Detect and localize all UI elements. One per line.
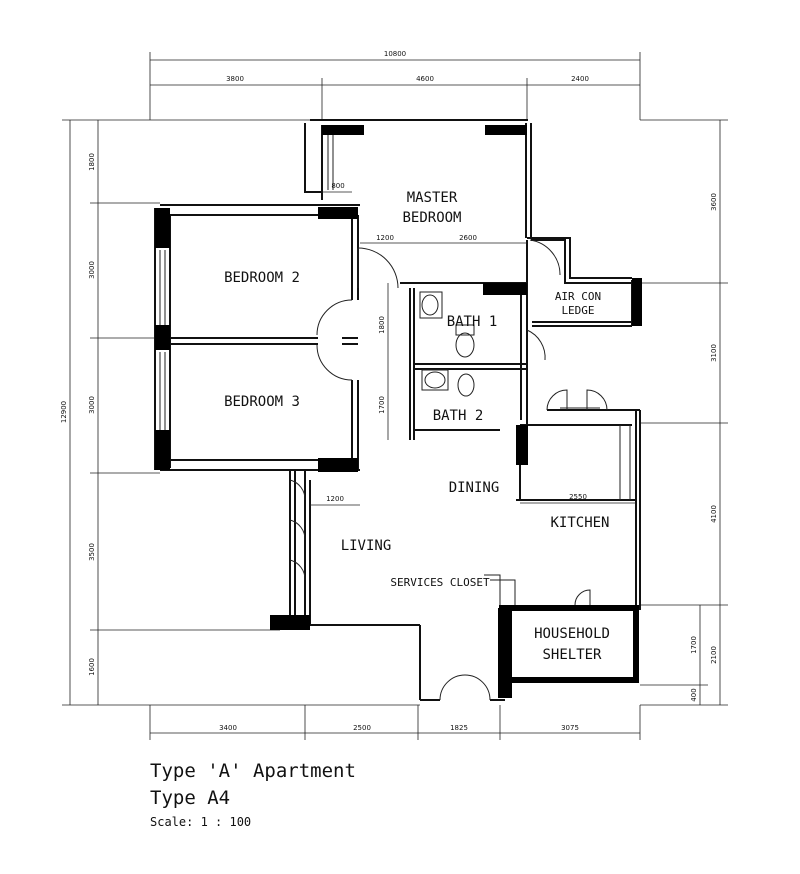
dim-bottom-4: 3075 (561, 724, 579, 732)
caption-subtype: Type A4 (150, 787, 231, 809)
label-master-1: MASTER (407, 190, 458, 206)
dim-top-right: 2400 (571, 75, 589, 83)
label-shelter-1: HOUSEHOLD (534, 626, 610, 642)
left-dimensions: 12900 1800 3000 3000 3500 1600 (60, 119, 420, 706)
dim-right-1: 3600 (710, 193, 718, 211)
caption-apartment-type: Type 'A' Apartment (150, 760, 356, 782)
doors (289, 239, 608, 701)
dim-right-3: 4100 (710, 505, 718, 523)
dim-inner-2600: 2600 (459, 234, 477, 242)
dim-inner-1200a: 1200 (376, 234, 394, 242)
right-dimensions: 3600 3100 4100 1700 2100 400 (640, 119, 728, 706)
label-services: SERVICES CLOSET (390, 576, 490, 589)
label-aircon-1: AIR CON (555, 290, 601, 303)
dim-left-2: 3000 (88, 261, 96, 279)
label-bath-1: BATH 1 (447, 314, 498, 330)
dim-inner-2550: 2550 (569, 493, 587, 501)
dim-left-overall: 12900 (60, 401, 68, 423)
label-master-2: BEDROOM (402, 210, 461, 226)
dim-left-5: 1600 (88, 658, 96, 676)
dim-inner-1200b: 1200 (326, 495, 344, 503)
label-kitchen: KITCHEN (550, 515, 609, 531)
dim-bottom-3: 1825 (450, 724, 468, 732)
fixtures (419, 291, 600, 409)
label-bedroom-2: BEDROOM 2 (224, 270, 300, 286)
dim-left-1: 1800 (88, 153, 96, 171)
label-aircon-2: LEDGE (561, 304, 594, 317)
dim-top-mid: 4600 (416, 75, 434, 83)
bottom-dimensions: 3400 2500 1825 3075 (149, 705, 641, 740)
dim-right-5: 2100 (710, 646, 718, 664)
room-labels: MASTER BEDROOM BEDROOM 2 BEDROOM 3 BATH … (224, 190, 610, 663)
dim-top-left: 3800 (226, 75, 244, 83)
dim-inner-1700: 1700 (378, 396, 386, 414)
label-bedroom-3: BEDROOM 3 (224, 394, 300, 410)
caption-scale: Scale: 1 : 100 (150, 815, 252, 829)
dim-overall-width: 10800 (384, 50, 406, 58)
dim-inner-1800: 1800 (378, 316, 386, 334)
top-dimensions: 10800 3800 4600 2400 (149, 50, 641, 120)
dim-bottom-2: 2500 (353, 724, 371, 732)
inner-dimensions: 800 1200 2600 1800 1700 1200 2550 (310, 182, 636, 506)
label-bath-2: BATH 2 (433, 408, 484, 424)
dim-right-6: 400 (690, 688, 698, 701)
label-shelter-2: SHELTER (542, 647, 602, 663)
dim-left-3: 3000 (88, 396, 96, 414)
dim-inner-800: 800 (331, 182, 344, 190)
dim-bottom-1: 3400 (219, 724, 237, 732)
dim-right-2: 3100 (710, 344, 718, 362)
floor-plan: 10800 3800 4600 2400 3400 2500 1825 3075… (60, 50, 728, 740)
columns (155, 125, 642, 698)
label-living: LIVING (341, 538, 392, 554)
dim-right-4: 1700 (690, 636, 698, 654)
label-dining: DINING (449, 480, 500, 496)
dim-left-4: 3500 (88, 543, 96, 561)
